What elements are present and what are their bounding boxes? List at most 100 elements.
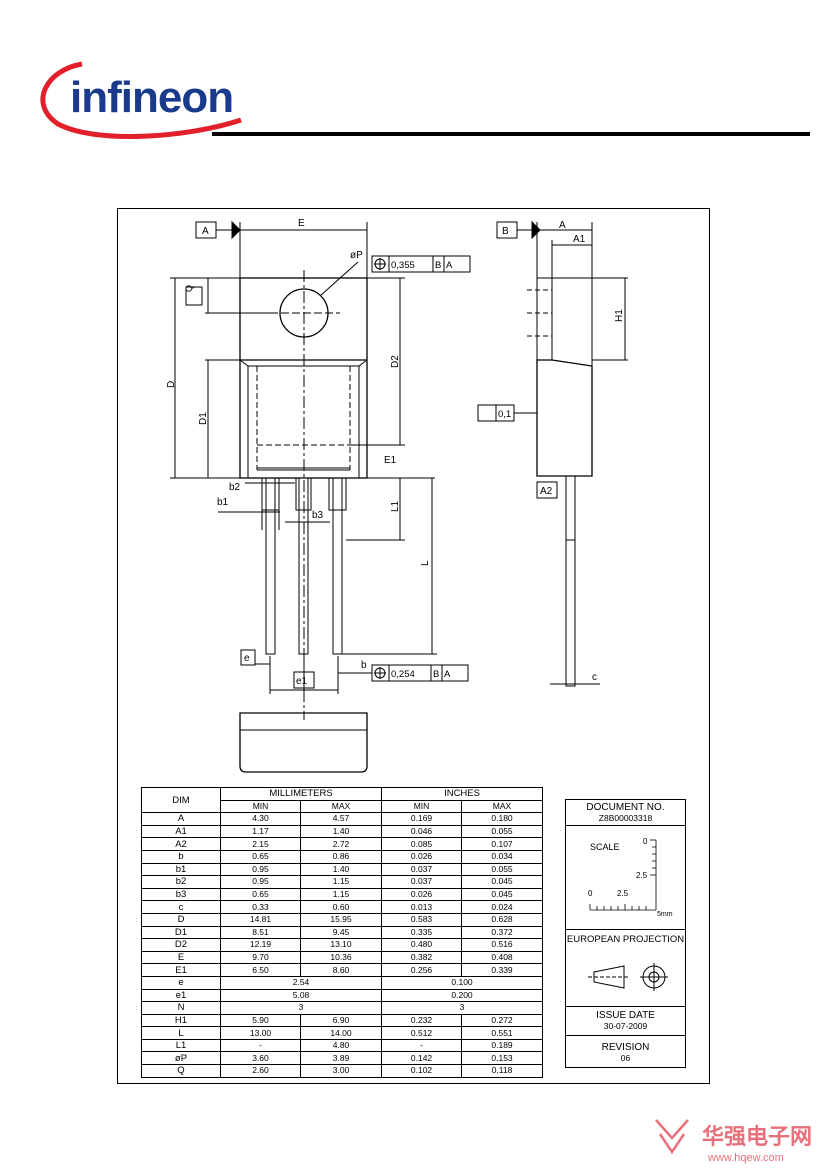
svg-text:B: B [502,226,509,237]
table-cell: 0.085 [381,837,463,851]
table-cell: b2 [141,875,221,889]
table-cell: H1 [141,1013,221,1028]
table-cell: 13.10 [299,938,383,952]
table-cell: 0.169 [381,812,463,826]
table-cell: 0.013 [381,900,463,914]
document-number-box: DOCUMENT NO. Z8B00003318 [565,799,686,826]
table-cell: 0.65 [220,849,301,864]
svg-text:B: B [435,260,441,271]
table-cell: 1.15 [299,887,383,902]
table-cell: 3 [219,1001,383,1015]
table-cell: D1 [141,925,221,940]
svg-text:b3: b3 [312,510,324,521]
table-cell: 0.024 [461,900,544,914]
table-cell: E [141,950,221,965]
issue-date: 30-07-2009 [603,1021,648,1031]
table-cell: A [141,812,221,826]
table-cell: 0.189 [461,1038,544,1053]
svg-text:e: e [244,653,250,664]
issue-label: ISSUE DATE [596,1010,655,1021]
in-max-header: MAX [461,799,544,814]
table-cell: 14.81 [220,912,301,927]
svg-text:A: A [559,220,566,231]
projection-cone-icon [593,965,625,989]
in-header: INCHES [381,787,544,801]
table-cell: L [141,1026,221,1040]
svg-text:B: B [433,669,439,680]
table-cell: - [220,1038,301,1053]
svg-text:E1: E1 [384,455,397,466]
table-cell: 3.89 [299,1051,383,1066]
table-cell: 0.055 [461,862,544,877]
table-cell: 0.335 [381,925,463,940]
svg-text:0,355: 0,355 [391,260,415,271]
scale-label: SCALE [590,842,620,852]
table-cell: 0.055 [461,824,544,839]
side-body [536,359,593,477]
svg-text:A: A [446,260,453,271]
revision-box: REVISION 06 [565,1035,686,1068]
table-cell: 8.60 [299,963,383,977]
table-cell: 9.45 [299,925,383,940]
table-cell: N [141,1001,221,1015]
table-cell: 6.50 [220,963,301,977]
revision-label: REVISION [601,1042,650,1053]
hqew-logo-icon [655,1119,689,1155]
svg-text:b1: b1 [217,497,229,508]
table-cell: - [381,1038,463,1053]
table-cell: 3.00 [299,1064,383,1078]
table-cell: b1 [141,862,221,877]
mm-header: MILLIMETERS [219,787,383,801]
dim-e-box [240,649,256,666]
table-cell: 2.72 [299,837,383,851]
table-cell: 4.30 [220,812,301,826]
table-cell: L1 [141,1038,221,1053]
watermark-url: www.hqew.com [707,1152,784,1164]
infineon-logo: infineon [40,61,242,139]
table-cell: e1 [141,988,221,1003]
mm-min-header: MIN [220,799,301,814]
table-cell: 0.026 [381,887,463,902]
svg-text:A1: A1 [573,234,586,245]
lead-3 [332,477,343,655]
doc-number: Z8B00003318 [598,813,653,823]
table-cell: 0.232 [381,1013,463,1028]
table-cell: 9.70 [220,950,301,965]
table-cell: 1.15 [299,875,383,889]
table-cell: 0.628 [461,912,544,927]
svg-text:H1: H1 [614,309,625,322]
svg-text:b2: b2 [229,482,241,493]
table-cell: 1.40 [299,824,383,839]
scale-v25: 2.5 [636,871,648,880]
table-cell: 0.100 [381,975,544,990]
table-cell: 0.583 [381,912,463,927]
table-cell: 0.95 [220,862,301,877]
projection-symbol [588,963,668,991]
table-cell: 15.95 [299,912,383,927]
table-cell: 6.90 [299,1013,383,1028]
table-cell: 0.256 [381,963,463,977]
svg-text:e1: e1 [296,676,308,687]
table-cell: 8.51 [220,925,301,940]
table-cell: 0.026 [381,849,463,864]
table-cell: 0.95 [220,875,301,889]
table-cell: 0.372 [461,925,544,940]
table-cell: øP [141,1051,221,1066]
table-cell: A2 [141,837,221,851]
issue-date-box: ISSUE DATE 30-07-2009 [565,1006,686,1036]
table-cell: 0.045 [461,887,544,902]
scale-ruler: SCALE 0 2.5 0 2.5 5mm [588,837,673,918]
projection-label: EUROPEAN PROJECTION [566,934,685,945]
table-cell: 0.382 [381,950,463,965]
